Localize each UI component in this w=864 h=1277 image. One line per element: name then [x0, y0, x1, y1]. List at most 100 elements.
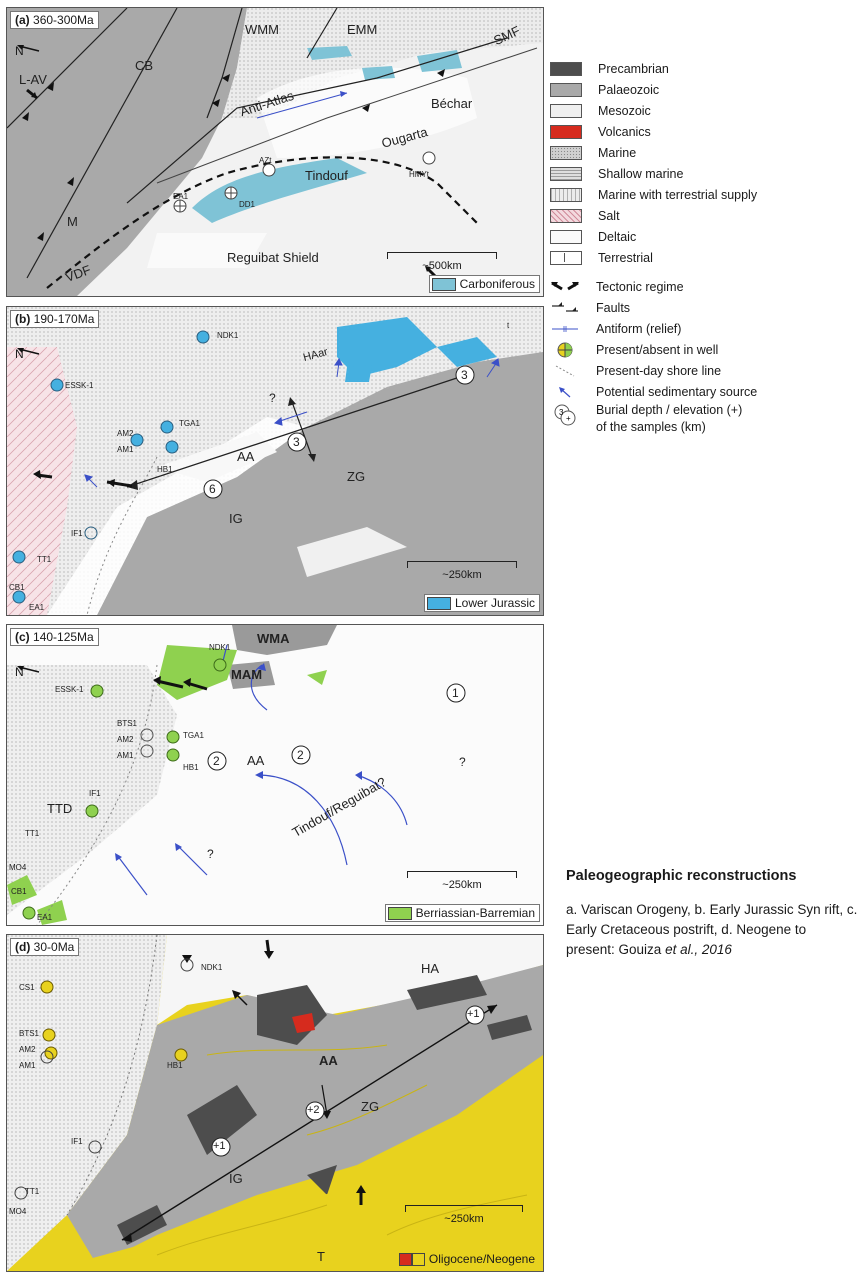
- label-aa-c: AA: [247, 753, 265, 768]
- well-icon: [557, 342, 573, 357]
- label-bechar: Béchar: [431, 96, 473, 111]
- legend-item: Palaeozoic: [550, 79, 862, 100]
- panel-a-map: (a) 360-300Ma N WMM EMM SMF CB L-AV Anti…: [6, 7, 544, 297]
- panel-d-geology: [7, 935, 543, 1271]
- label-am2: AM2: [117, 429, 134, 438]
- label-am1: AM1: [117, 445, 134, 454]
- label-am1-d: AM1: [19, 1061, 36, 1070]
- volcanics-area: [292, 1013, 315, 1033]
- panel-d-label: (d) 30-0Ma: [10, 938, 80, 956]
- label-wmm: WMM: [245, 22, 279, 37]
- label-t-terrestrial: T: [317, 1249, 325, 1264]
- label-wma: WMA: [257, 631, 290, 646]
- sediment-source-icon: [559, 386, 571, 397]
- panel-c-label: (c) 140-125Ma: [10, 628, 99, 646]
- label-cs1: CS1: [19, 983, 35, 992]
- scale-bar-b: ~250km: [407, 561, 517, 581]
- label-am1-c: AM1: [117, 751, 134, 760]
- label-question-1: ?: [459, 755, 466, 769]
- north-arrow-a: N: [15, 44, 40, 58]
- legend-item: Volcanics: [550, 121, 862, 142]
- shoreline-icon: [555, 365, 575, 376]
- lower-jurassic-deposits: [337, 317, 437, 377]
- label-tga1-c: TGA1: [183, 731, 204, 740]
- label-reguibat-shield: Reguibat Shield: [227, 250, 319, 265]
- scale-bar-c: ~250km: [407, 871, 517, 891]
- label-cb: CB: [135, 58, 154, 73]
- label-ttd: TTD: [47, 801, 73, 816]
- label-cb1-c: CB1: [11, 887, 27, 896]
- legend-item: Faults: [550, 297, 862, 318]
- panel-b-map: (b) 190-170Ma N NDK1 HAar ESSK-1 AM2 AM1…: [6, 306, 544, 616]
- label-number-2a: 2: [297, 748, 304, 762]
- label-cb1: CB1: [9, 583, 25, 592]
- label-elev-2: +2: [307, 1104, 320, 1116]
- label-number-1: 1: [452, 686, 459, 700]
- label-tindouf: Tindouf: [305, 168, 348, 183]
- label-m: M: [67, 214, 78, 229]
- label-dd1: DD1: [239, 200, 256, 209]
- period-badge-c: Berriassian-Barremian: [384, 904, 540, 922]
- label-tt1-c: TT1: [25, 829, 40, 838]
- caption-title: Paleogeographic reconstructions: [566, 868, 797, 884]
- period-badge-d: Oligocene/Neogene: [395, 1250, 540, 1268]
- label-zg: ZG: [347, 469, 366, 484]
- label-hmyt: HMYt: [409, 170, 429, 179]
- label-if1: IF1: [71, 529, 83, 538]
- label-number-3a: 3: [293, 435, 300, 449]
- label-ea1: EA1: [173, 192, 189, 201]
- label-am2-d: AM2: [19, 1045, 36, 1054]
- north-arrow-icon: [17, 45, 40, 52]
- label-azt: AZt: [259, 156, 272, 165]
- label-tt1-d: TT1: [25, 1187, 40, 1196]
- label-tt1: TT1: [37, 555, 52, 564]
- period-badge-a: Carboniferous: [428, 275, 540, 293]
- legend-item: Salt: [550, 205, 862, 226]
- label-number-6: 6: [209, 482, 216, 496]
- label-hb1-c: HB1: [183, 763, 199, 772]
- label-hb1-d: HB1: [167, 1061, 183, 1070]
- panel-c-map: (c) 140-125Ma N WMA MAM NDK1 ESSK-1 BTS1…: [6, 624, 544, 926]
- label-elev-1a: +1: [467, 1008, 480, 1020]
- label-bts1-d: BTS1: [19, 1029, 40, 1038]
- legend-item: Present-day shore line: [550, 360, 862, 381]
- label-aa: AA: [237, 449, 255, 464]
- legend-item: Tectonic regime: [550, 276, 862, 297]
- label-hb1: HB1: [157, 465, 173, 474]
- label-ha: HA: [421, 961, 440, 976]
- lower-jurassic-swatch: [426, 596, 451, 610]
- north-arrow-c: N: [15, 665, 40, 679]
- label-ndk1-d: NDK1: [201, 963, 223, 972]
- label-bts1: BTS1: [117, 719, 138, 728]
- label-essk1-c: ESSK-1: [55, 685, 84, 694]
- volcanics-swatch: [398, 1252, 412, 1266]
- label-question-2: ?: [207, 847, 214, 861]
- legend-item: Potential sedimentary source: [550, 381, 862, 402]
- label-zg-d: ZG: [361, 1099, 380, 1114]
- panel-b-geology: [7, 307, 543, 615]
- label-ig: IG: [229, 511, 243, 526]
- panel-b-label: (b) 190-170Ma: [10, 310, 100, 328]
- label-if1-d: IF1: [71, 1137, 83, 1146]
- carboniferous-basin: [192, 158, 367, 223]
- panel-a-label: (a) 360-300Ma: [10, 11, 99, 29]
- label-number-2b: 2: [213, 754, 220, 768]
- label-if1-c: IF1: [89, 789, 101, 798]
- label-elev-1b: +1: [213, 1140, 226, 1152]
- antiform-icon: [552, 325, 578, 332]
- fault-icon: [552, 301, 578, 312]
- period-badge-b: Lower Jurassic: [423, 594, 540, 612]
- legend-item: Precambrian: [550, 58, 862, 79]
- caption-body: a. Variscan Orogeny, b. Early Jurassic S…: [566, 902, 858, 957]
- label-mam: MAM: [231, 667, 263, 682]
- legend-item: 3+ Burial depth / elevation (+)of the sa…: [550, 402, 862, 438]
- neogene-swatch: [411, 1252, 425, 1266]
- north-arrow-b: N: [15, 347, 40, 361]
- burial-depth-icon: 3+: [554, 404, 576, 426]
- label-ea1-c: EA1: [37, 913, 53, 922]
- scale-bar-d: ~250km: [405, 1205, 523, 1225]
- panel-d-map: (d) 30-0Ma NDK1 CS1 BTS1 AM2 AM1 HB1 HA …: [6, 934, 544, 1272]
- label-mo4: MO4: [9, 863, 27, 872]
- label-ea1-b: EA1: [29, 603, 45, 612]
- label-essk1: ESSK-1: [65, 381, 94, 390]
